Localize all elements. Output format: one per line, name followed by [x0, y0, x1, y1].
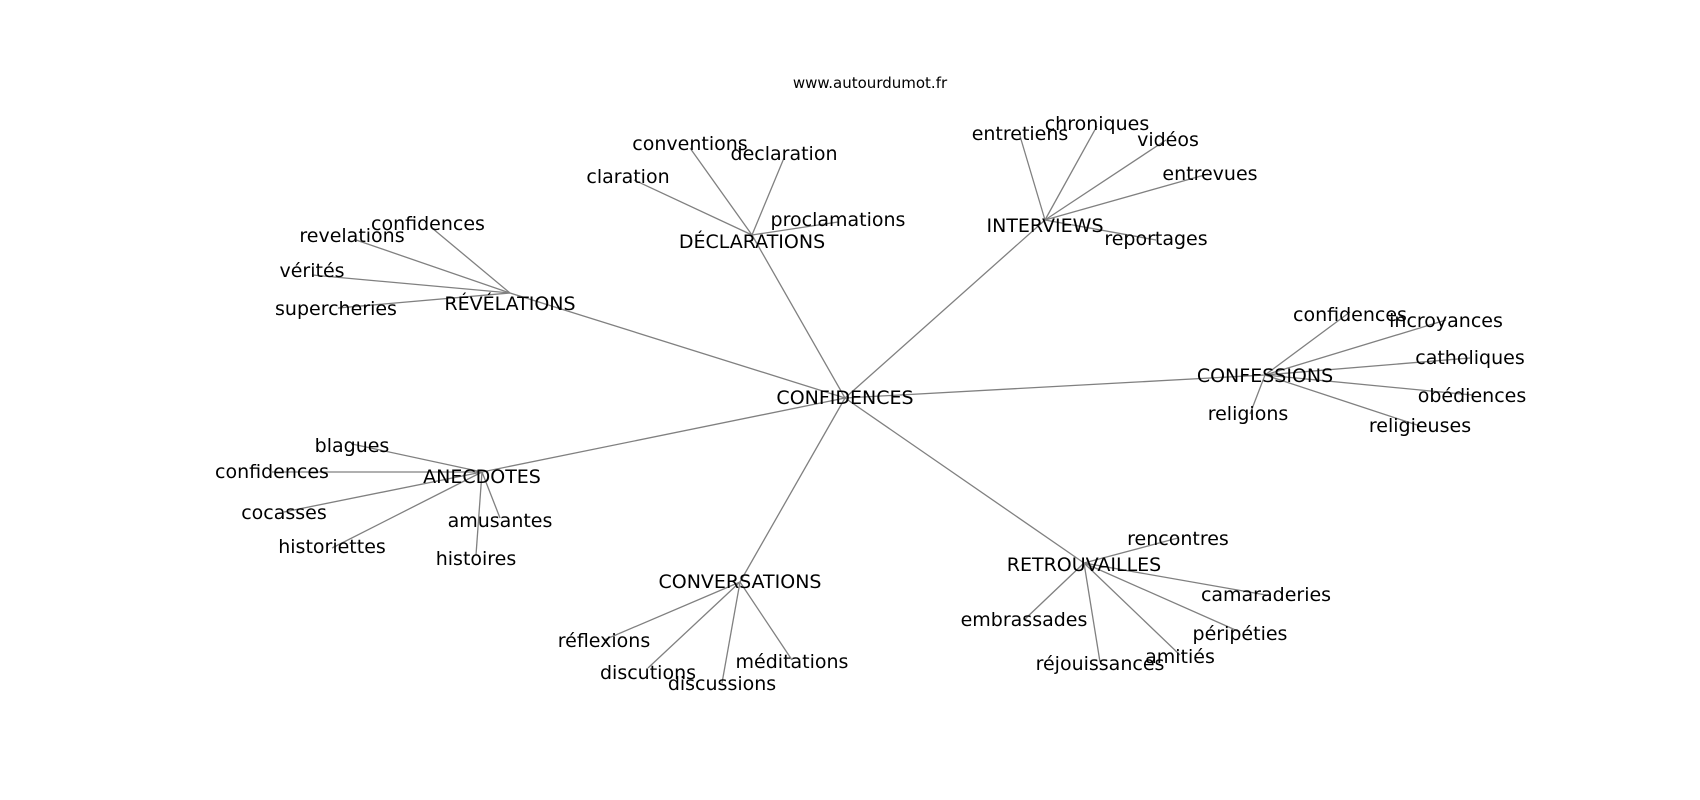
- leaf-node-label: catholiques: [1415, 347, 1524, 369]
- edge-hub-to-leaf: [739, 581, 793, 661]
- edge-hub-to-leaf: [751, 157, 785, 236]
- edge-hub-to-leaf: [647, 581, 741, 669]
- edge-hub-to-leaf: [351, 443, 483, 473]
- edge-hub-to-leaf: [1264, 319, 1447, 376]
- leaf-node-label: rencontres: [1127, 528, 1229, 550]
- hub-node-label: RETROUVAILLES: [1007, 554, 1162, 576]
- edge-hub-to-leaf: [1264, 374, 1473, 396]
- hub-node-label: CONVERSATIONS: [658, 571, 821, 593]
- leaf-node-label: conventions: [632, 133, 747, 155]
- edge-hub-to-leaf: [1249, 374, 1266, 415]
- edge-hub-to-leaf: [633, 179, 753, 236]
- leaf-node-label: supercheries: [275, 298, 397, 320]
- leaf-node-label: réjouissances: [1036, 653, 1165, 675]
- leaf-node-label: vérités: [279, 260, 344, 282]
- leaf-node-label: discussions: [668, 673, 776, 695]
- leaf-node-label: proclamations: [771, 209, 906, 231]
- edge-root-to-hub: [509, 292, 846, 399]
- leaf-node-label: reportages: [1104, 228, 1207, 250]
- leaf-node-label: entretiens: [972, 123, 1069, 145]
- leaf-node-label: obédiences: [1418, 385, 1526, 407]
- edge-hub-to-leaf: [1264, 374, 1421, 427]
- leaf-node-label: embrassades: [961, 609, 1088, 631]
- edge-root-to-hub: [739, 397, 846, 583]
- edge-hub-to-leaf: [1044, 219, 1157, 241]
- leaf-node-label: vidéos: [1137, 129, 1199, 151]
- edge-hub-to-leaf: [331, 471, 483, 549]
- edge-hub-to-leaf: [1083, 562, 1267, 596]
- edge-hub-to-leaf: [1083, 537, 1179, 564]
- edge-hub-to-leaf: [1019, 135, 1046, 221]
- edge-hub-to-leaf: [1083, 562, 1241, 633]
- edge-hub-to-leaf: [283, 471, 483, 513]
- edge-hub-to-leaf: [311, 274, 511, 294]
- edge-hub-to-leaf: [1044, 173, 1209, 221]
- leaf-node-label: réflexions: [558, 630, 651, 652]
- edge-root-to-hub: [751, 234, 846, 399]
- edge-root-to-hub: [481, 397, 846, 473]
- edge-hub-to-leaf: [431, 227, 511, 294]
- leaf-node-label: chroniques: [1045, 113, 1150, 135]
- edge-hub-to-leaf: [475, 471, 483, 556]
- site-url: www.autourdumot.fr: [793, 74, 948, 92]
- edge-root-to-hub: [844, 397, 1085, 564]
- leaf-node-label: religions: [1208, 403, 1289, 425]
- edge-root-to-hub: [844, 219, 1046, 399]
- leaf-node-label: religieuses: [1369, 415, 1471, 437]
- edge-hub-to-leaf: [1044, 125, 1098, 221]
- leaf-node-label: incroyances: [1389, 310, 1503, 332]
- leaf-node-label: péripéties: [1193, 623, 1288, 645]
- leaf-node-label: camaraderies: [1201, 584, 1331, 606]
- edge-hub-to-leaf: [355, 239, 511, 294]
- leaf-node-label: entrevues: [1162, 163, 1257, 185]
- edge-hub-to-leaf: [689, 147, 753, 236]
- edge-hub-to-leaf: [1023, 562, 1085, 621]
- leaf-node-label: confidences: [215, 461, 329, 483]
- leaf-node-label: méditations: [736, 651, 849, 673]
- hub-node-label: DÉCLARATIONS: [679, 230, 825, 253]
- leaf-node-label: confidences: [1293, 304, 1407, 326]
- edge-hub-to-leaf: [1264, 357, 1471, 376]
- hub-node-label: RÉVÉLATIONS: [444, 292, 575, 315]
- leaf-node-label: declaration: [731, 143, 838, 165]
- leaf-node-label: amitiés: [1145, 646, 1215, 668]
- leaf-node-label: confidences: [371, 213, 485, 235]
- edge-hub-to-leaf: [721, 581, 741, 684]
- leaf-node-label: blagues: [315, 435, 390, 457]
- edge-hub-to-leaf: [1264, 311, 1351, 376]
- edge-root-to-hub: [844, 374, 1266, 399]
- edge-hub-to-leaf: [1083, 562, 1101, 663]
- edge-hub-to-leaf: [337, 292, 511, 309]
- leaf-node-label: revelations: [299, 225, 404, 247]
- edge-hub-to-leaf: [1044, 139, 1167, 221]
- edges-layer: [272, 125, 1473, 684]
- labels-layer: www.autourdumot.fr CONFIDENCES DÉCLARATI…: [215, 74, 1526, 695]
- root-node-label: CONFIDENCES: [776, 387, 913, 409]
- edge-hub-to-leaf: [1083, 562, 1181, 656]
- leaf-node-label: cocasses: [241, 502, 327, 524]
- leaf-node-label: claration: [586, 166, 669, 188]
- leaf-node-label: amusantes: [448, 510, 553, 532]
- leaf-node-label: discutions: [600, 662, 696, 684]
- edge-hub-to-leaf: [603, 581, 741, 641]
- leaf-node-label: historiettes: [278, 536, 386, 558]
- hub-node-label: INTERVIEWS: [986, 215, 1103, 237]
- leaf-node-label: histoires: [436, 548, 517, 570]
- hub-node-label: ANECDOTES: [423, 466, 541, 488]
- edge-hub-to-leaf: [751, 221, 839, 236]
- edge-hub-to-leaf: [481, 471, 501, 519]
- hub-node-label: CONFESSIONS: [1197, 365, 1333, 387]
